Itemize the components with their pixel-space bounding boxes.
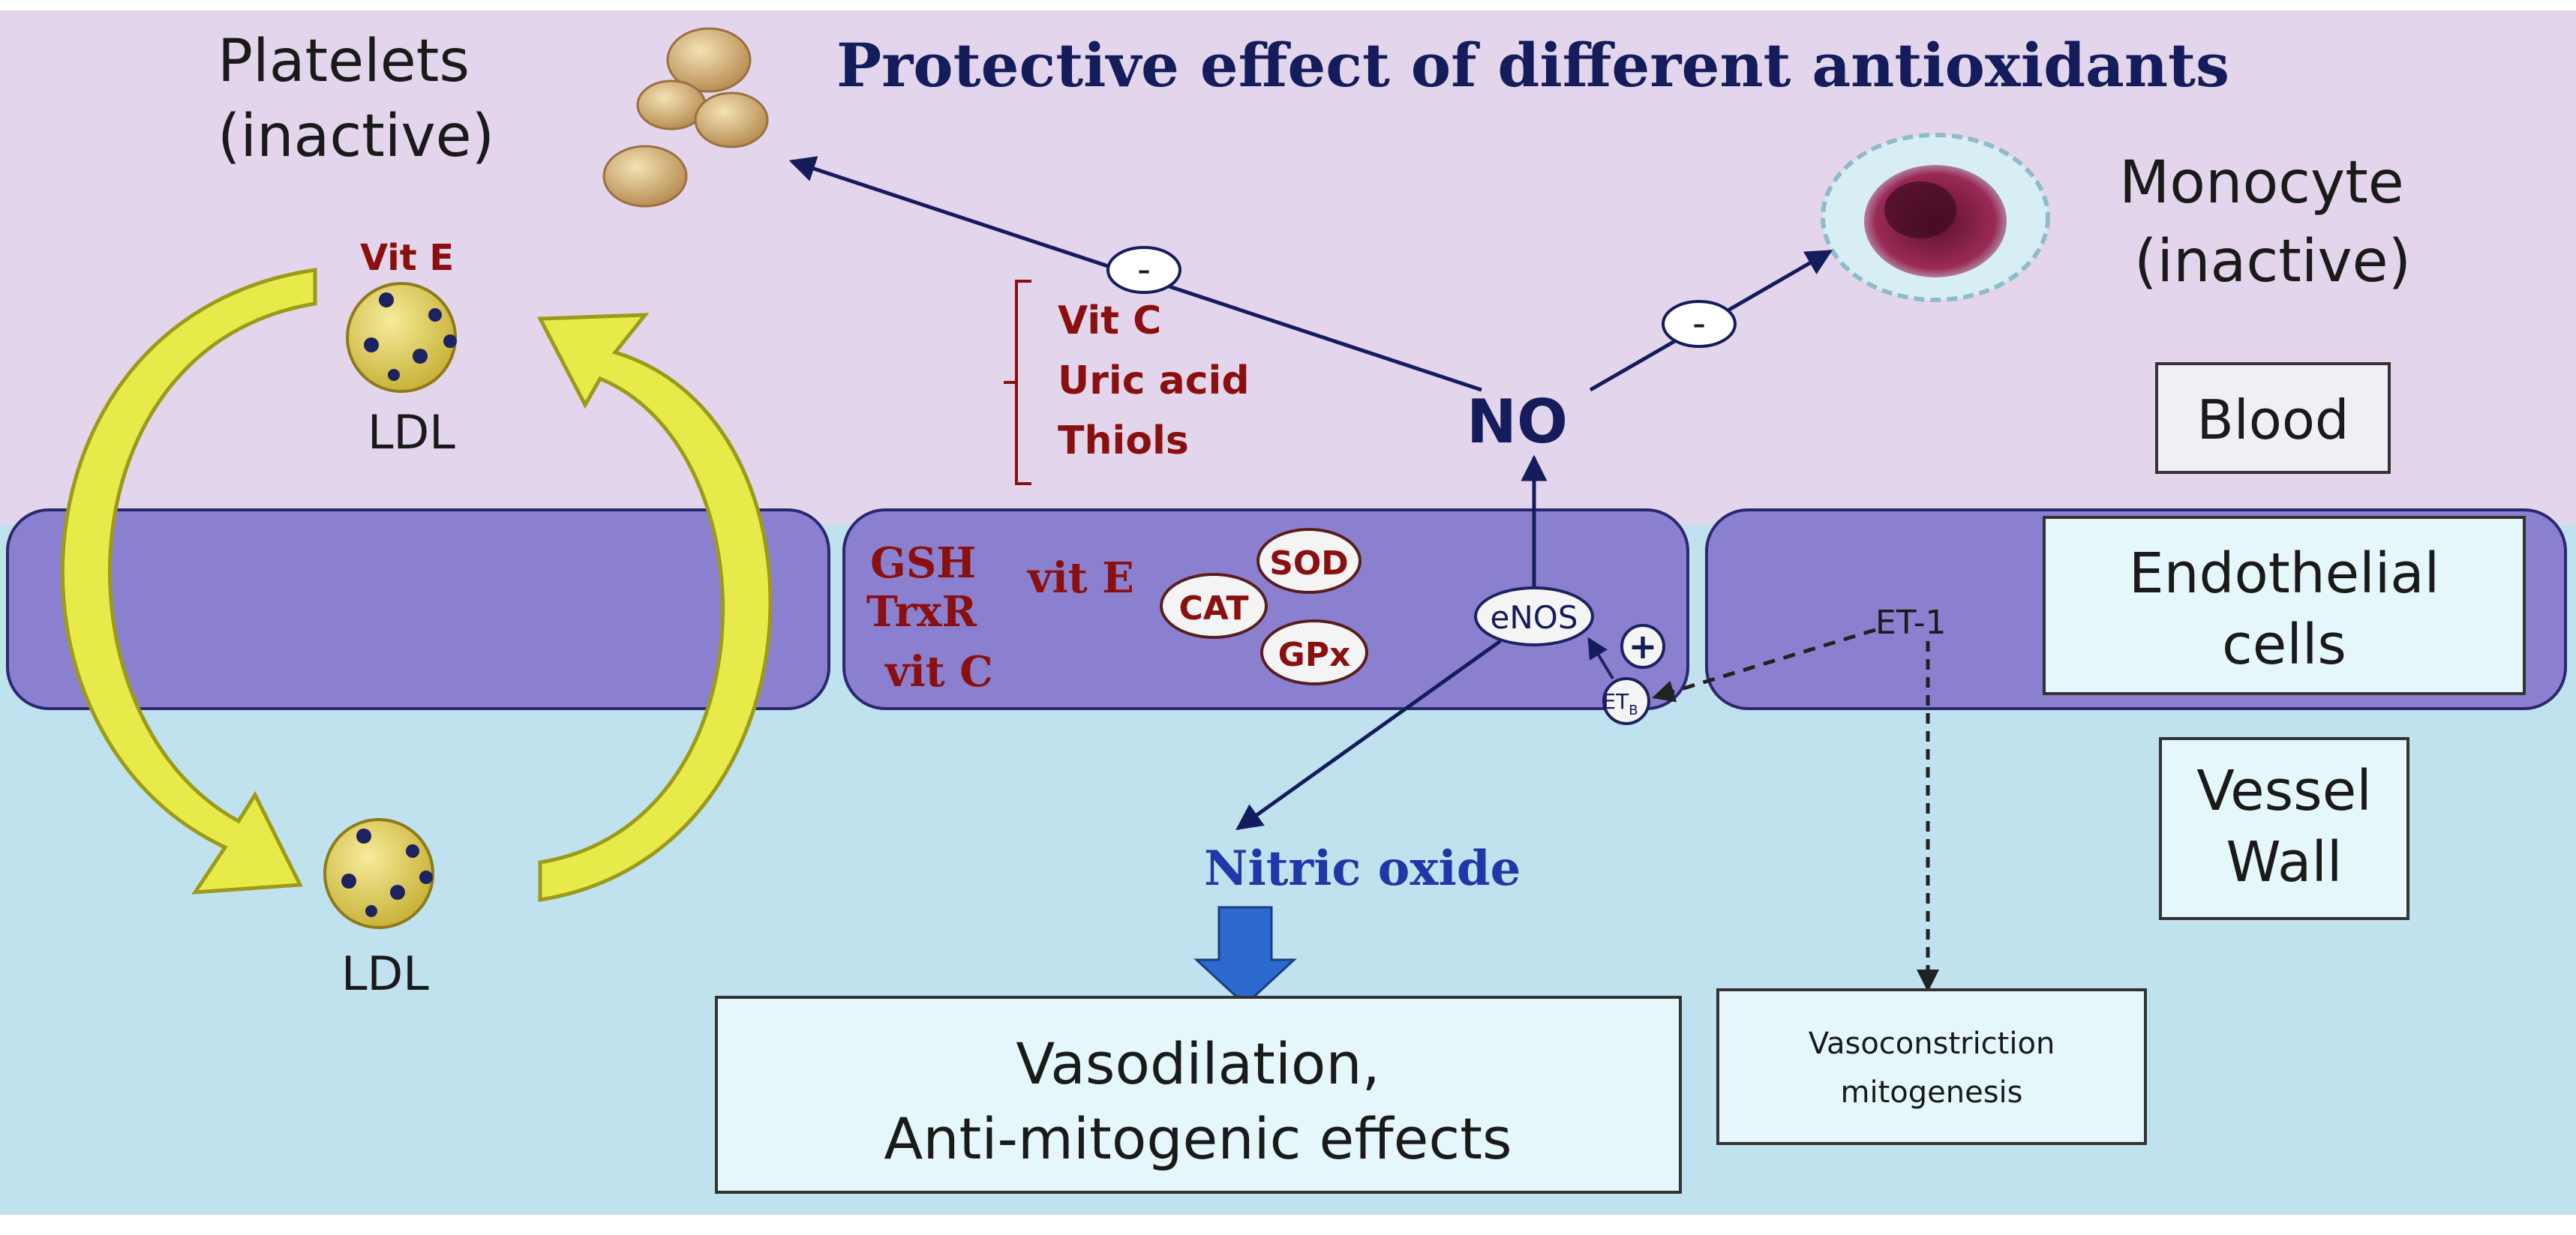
plasma-antioxidant-thiols: Thiols [1058,418,1189,463]
nitric-oxide-label: Nitric oxide [1204,841,1521,897]
stimulation-sign: + [1620,624,1665,669]
endothelial-label-line1: Endothelial [2129,541,2439,606]
vasoconstriction-line2: mitogenesis [1841,1075,2023,1110]
svg-text:GPx: GPx [1278,636,1351,674]
vasodilation-line1: Vasodilation, [1016,1030,1380,1097]
svg-text:eNOS: eNOS [1491,599,1578,636]
monocyte-label: Monocyte [2119,149,2404,217]
blood-label: Blood [2196,388,2349,451]
platelet-inhibition-sign: - [1106,246,1181,294]
vessel-label-line1: Vessel [2196,759,2372,823]
svg-text:+: + [1629,626,1658,667]
cell-antioxidant-vit-e: vit E [1026,553,1134,603]
endothelial-cell-left [6,508,830,710]
svg-text:SOD: SOD [1269,544,1349,583]
ldl-cycle-arrow-up [536,313,773,902]
et1-to-etb-arrow [1652,628,1876,703]
endothelial-label-box [2043,516,2526,695]
et1-label: ET-1 [1875,604,1947,642]
platelets-state: (inactive) [218,103,494,170]
ldl-particle-top [346,282,457,393]
cell-antioxidant-vit-c: vit C [884,647,993,697]
svg-text:-: - [1137,247,1151,291]
ldl-bottom-label: LDL [341,946,429,1001]
diagram-title: Protective effect of different antioxida… [836,30,2229,100]
svg-text:CAT: CAT [1179,589,1249,628]
frame-bottom [0,1215,2576,1235]
platelets-label: Platelets [218,28,470,95]
plasma-antioxidant-vit-c: Vit C [1058,298,1161,343]
enos-to-nitric-oxide-arrow [1235,639,1502,831]
vessel-label-box [2159,737,2409,920]
endothelial-label-line2: cells [2222,613,2346,677]
enzyme-cat: CAT [1160,573,1268,639]
enzyme-gpx: GPx [1260,619,1368,685]
platelet-cells [602,27,769,208]
frame-top [0,0,2576,10]
monocyte-inhibition-sign: - [1662,300,1737,348]
enzyme-sod: SOD [1256,528,1362,594]
vasodilation-line2: Anti-mitogenic effects [884,1105,1512,1172]
enos-enzyme: eNOS [1474,586,1594,646]
blood-region [0,0,2576,525]
no-label: NO [1467,387,1568,457]
monocyte-state: (inactive) [2134,228,2411,295]
cell-antioxidant-trxr: TrxR [866,587,977,637]
plasma-antioxidant-uric-acid: Uric acid [1058,358,1250,403]
etb-to-enos-arrow [1587,637,1614,680]
vasoconstriction-box [1716,988,2147,1145]
vessel-label-line2: Wall [2226,830,2343,895]
svg-text:-: - [1692,301,1706,345]
nitric-oxide-effect-arrow [1193,906,1297,1007]
ldl-top-label: LDL [368,405,455,460]
vasoconstriction-line1: Vasoconstriction [1809,1027,2055,1061]
svg-text:ETB: ETB [1602,689,1638,718]
cell-antioxidant-gsh: GSH [870,538,976,588]
ldl-vitamin-e-label: Vit E [360,237,454,279]
etb-receptor: ETB [1602,677,1650,725]
ldl-cycle-arrow-down [60,268,317,895]
ldl-particle-bottom [323,818,434,929]
blood-label-box [2155,362,2391,474]
vasodilation-box [715,996,1682,1194]
monocyte-cell [1821,133,2050,302]
antioxidant-bracket [1004,280,1031,485]
